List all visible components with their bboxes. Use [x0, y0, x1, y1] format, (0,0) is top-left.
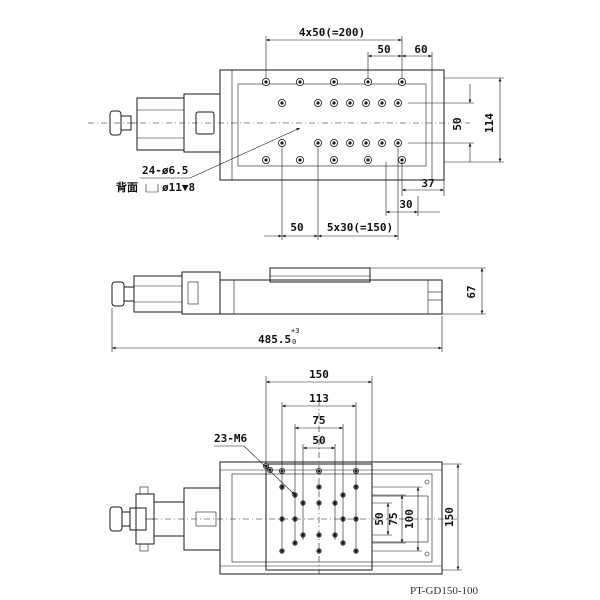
table-tapped-holes — [262, 462, 359, 554]
dim-4x50-label: 4x50(=200) — [299, 26, 365, 39]
mounting-hole-center — [280, 101, 284, 105]
dim-150-right: 150 — [442, 463, 462, 571]
mounting-hole-center — [364, 101, 368, 105]
dim-100-right: 100 — [372, 486, 422, 552]
mounting-hole-center — [400, 158, 404, 162]
side-motor-housing — [133, 271, 221, 315]
dim-150-right-label: 150 — [443, 507, 456, 527]
model-number: PT-GD150-100 — [410, 585, 479, 597]
dim-60-label: 60 — [414, 43, 427, 56]
mounting-hole-center — [348, 141, 352, 145]
tapped-hole-center — [317, 469, 321, 473]
tapped-hole-center — [354, 549, 358, 553]
mounting-hole-center — [332, 80, 336, 84]
tapped-hole-center — [264, 464, 268, 468]
dim-50-table-label: 50 — [312, 434, 325, 447]
dim-50-bottom-label: 50 — [290, 221, 303, 234]
mounting-hole-center — [332, 158, 336, 162]
dim-30: 30 — [385, 162, 440, 216]
dim-75-right-label: 75 — [387, 512, 400, 525]
dim-150-top-label: 150 — [309, 368, 329, 381]
dim-75-right: 75 — [372, 494, 406, 544]
dim-75-top-label: 75 — [312, 414, 325, 427]
dim-60: 60 — [402, 43, 433, 70]
mounting-hole-center — [348, 101, 352, 105]
dim-50-top-label: 50 — [377, 43, 390, 56]
dim-5x30: 50 5x30(=150) — [264, 146, 399, 240]
side-stage — [219, 267, 443, 315]
dim-67: 67 — [370, 267, 486, 315]
mounting-hole-center — [366, 80, 370, 84]
dim-37: 37 — [401, 162, 445, 196]
mounting-hole-center — [264, 80, 268, 84]
dim-113-label: 113 — [309, 392, 329, 405]
tapped-hole-center — [280, 549, 284, 553]
dim-75-top: 75 — [294, 414, 344, 544]
tap-callout-label: 23-M6 — [214, 432, 247, 445]
hole-callout: 24-ø6.5 背面 ø11▼8 — [116, 127, 301, 194]
mounting-hole-center — [332, 101, 336, 105]
dim-50-top: 50 — [367, 43, 402, 78]
tapped-hole-center — [317, 501, 321, 505]
tapped-hole-center — [317, 533, 321, 537]
dim-50-table: 50 — [302, 434, 336, 540]
top-view: 4x50(=200) 50 60 50 114 — [88, 26, 504, 240]
side-knob — [111, 281, 135, 307]
tap-callout: 23-M6 — [214, 432, 296, 496]
counterbore-spec: ø11▼8 — [162, 181, 195, 194]
mounting-hole-center — [396, 101, 400, 105]
dim-485-tol-upper: +3 — [291, 327, 299, 335]
mounting-hole-center — [280, 141, 284, 145]
tapped-hole-center — [268, 468, 272, 472]
tapped-hole-center — [317, 485, 321, 489]
mounting-hole-center — [298, 158, 302, 162]
dim-114: 114 — [444, 77, 504, 163]
table-view: 150 113 75 50 23-M6 — [109, 368, 462, 575]
mounting-hole-center — [396, 141, 400, 145]
dim-5x30-label: 5x30(=150) — [327, 221, 393, 234]
mounting-hole-center — [366, 158, 370, 162]
mounting-hole-center — [332, 141, 336, 145]
tapped-hole-center — [317, 549, 321, 553]
top-mounting-holes — [261, 78, 406, 164]
mounting-hole-center — [264, 158, 268, 162]
mounting-hole-center — [380, 141, 384, 145]
dim-50-right-label: 50 — [451, 117, 464, 130]
mounting-hole-center — [400, 80, 404, 84]
dim-50-right: 50 — [408, 84, 474, 162]
dim-485-tol-lower: 0 — [292, 338, 296, 346]
dim-113: 113 — [281, 392, 357, 548]
dim-150-top: 150 — [265, 368, 373, 464]
dim-37-label: 37 — [421, 177, 434, 190]
side-view: 67 485.5 +3 0 — [111, 267, 486, 352]
dim-50-table-right-label: 50 — [373, 512, 386, 525]
dim-30-label: 30 — [399, 198, 412, 211]
mounting-hole-center — [380, 101, 384, 105]
dim-485: 485.5 +3 0 — [111, 308, 443, 352]
mounting-hole-center — [298, 80, 302, 84]
mounting-hole-center — [316, 101, 320, 105]
counterbore-prefix: 背面 — [116, 180, 138, 194]
dim-114-label: 114 — [483, 113, 496, 133]
dim-50-table-right: 50 — [372, 502, 392, 536]
counterbore-icon — [145, 184, 159, 193]
table-knob — [109, 506, 154, 532]
dim-100-right-label: 100 — [403, 509, 416, 529]
mounting-hole-center — [316, 141, 320, 145]
dim-67-label: 67 — [465, 285, 478, 298]
dim-485-label: 485.5 — [258, 333, 291, 346]
mounting-hole-center — [364, 141, 368, 145]
hole-callout-label: 24-ø6.5 — [142, 164, 188, 177]
